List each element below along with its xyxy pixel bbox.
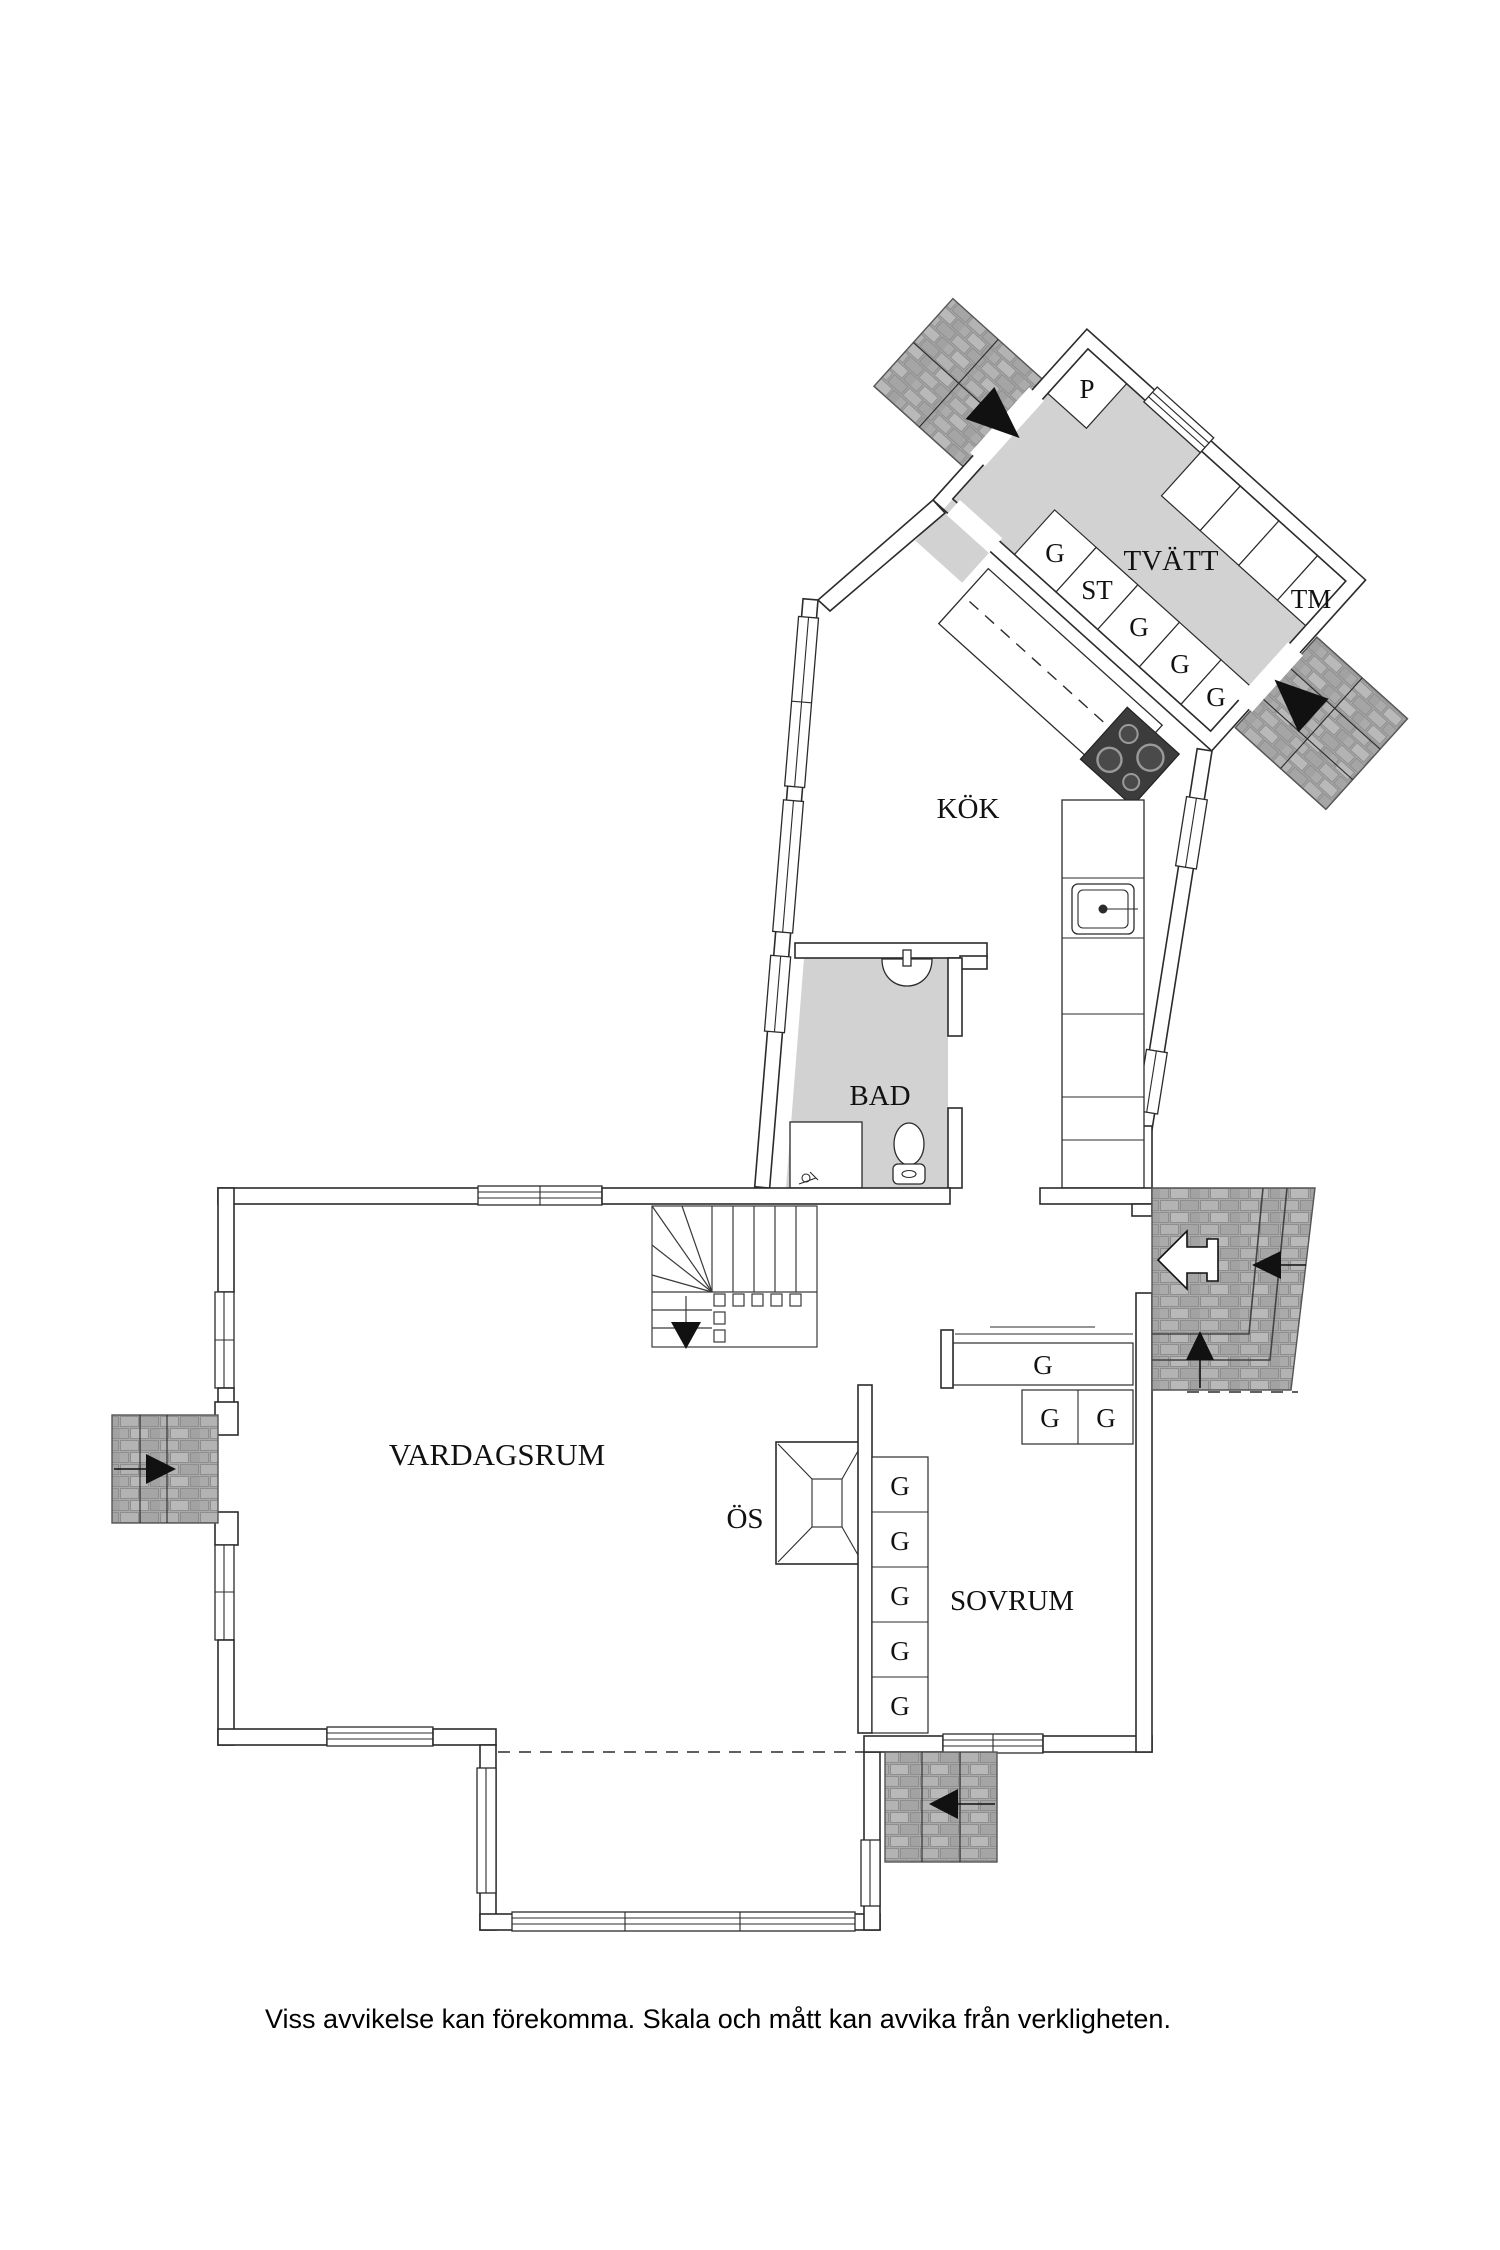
top-wall-mid — [601, 1187, 951, 1205]
bedroom-wardrobe-pair — [1021, 1389, 1134, 1445]
left-window-1 — [214, 1291, 235, 1389]
room-label-living: VARDAGSRUM — [389, 1437, 606, 1472]
wardrobe-label: G — [890, 1471, 910, 1501]
pantry-label: P — [1079, 374, 1094, 404]
left-window-2 — [214, 1544, 235, 1641]
wardrobe-label: G — [1045, 538, 1065, 568]
wardrobe-label: G — [890, 1526, 910, 1556]
bay-bottom-window — [511, 1911, 856, 1932]
right-wall — [1135, 1292, 1153, 1753]
room-label-kitchen: KÖK — [937, 793, 1000, 825]
bottom-wall-left — [217, 1728, 328, 1746]
wardrobe-label: G — [1040, 1403, 1060, 1433]
bath-right-wall-lower — [947, 1107, 963, 1189]
hall-wall-step — [1131, 1203, 1153, 1217]
laundry-wing — [872, 297, 1409, 811]
bay-extension — [476, 1744, 881, 1932]
wardrobe-label: G — [1206, 682, 1226, 712]
kitchen-right-wall — [1136, 747, 1213, 1132]
bottom-porch-arrow — [929, 1789, 958, 1819]
bottom-wall-right-1 — [863, 1735, 944, 1753]
wardrobe-label: G — [1129, 612, 1149, 642]
living-top-window — [477, 1185, 603, 1206]
laundry-cabinets-top — [1046, 348, 1347, 627]
bath-right-wall-upper — [947, 957, 963, 1037]
shower — [789, 1121, 863, 1189]
laundry-cabinets-bottom — [1013, 509, 1252, 732]
room-label-bedroom: SOVRUM — [950, 1585, 1074, 1617]
bottom-left-window — [326, 1726, 434, 1747]
stairs — [651, 1205, 818, 1349]
wardrobe-label: G — [890, 1691, 910, 1721]
room-label-laundry: TVÄTT — [1123, 545, 1218, 577]
laundry-side-opening — [1237, 642, 1303, 712]
stove — [1079, 706, 1181, 807]
kitchen-left-window-1 — [783, 615, 820, 789]
kitchen-left-wall — [753, 597, 820, 1189]
porch-step-arrow-up — [1186, 1331, 1214, 1360]
kitchen-sink — [1071, 883, 1138, 935]
stair-balusters — [713, 1293, 802, 1343]
laundry-kitchen-opening — [946, 500, 1003, 554]
laundry-floor — [952, 348, 1346, 732]
laundry-window — [1142, 386, 1215, 454]
wardrobe-label: G — [1033, 1350, 1053, 1380]
bay-left-window — [476, 1767, 497, 1894]
wardrobe-label: G — [890, 1581, 910, 1611]
wardrobe-label: G — [890, 1636, 910, 1666]
bath-door-jamb — [959, 955, 988, 970]
wardrobe-label: G — [1170, 649, 1190, 679]
left-wall-1 — [217, 1187, 235, 1293]
top-wall-left — [217, 1187, 481, 1205]
laundry-entrance-arrow — [965, 387, 1020, 439]
kitchen-counter-right — [1061, 799, 1145, 1189]
bath-left-window — [763, 954, 792, 1034]
left-porch — [111, 1414, 219, 1524]
bay-right-window — [860, 1839, 881, 1907]
left-porch-arrow — [146, 1454, 176, 1484]
washing-machine-label: TM — [1291, 584, 1332, 614]
bottom-porch — [884, 1751, 998, 1863]
toilet — [892, 1122, 926, 1185]
cleaning-closet-label: ST — [1081, 575, 1113, 605]
bedroom-bottom-window — [942, 1733, 1044, 1754]
stairs-down-arrow — [671, 1322, 701, 1349]
bedroom-divider-wall — [857, 1384, 873, 1734]
bottom-wall-left-2 — [432, 1728, 497, 1746]
porch-step-arrow-left — [1252, 1251, 1281, 1279]
labels: P TVÄTT TM G ST G G G KÖK BAD VARDAGSRUM… — [389, 374, 1332, 1721]
shower-mixer — [798, 1171, 819, 1185]
laundry-side-arrow — [1274, 679, 1329, 733]
room-label-bathroom: BAD — [849, 1080, 910, 1112]
kitchen-left-window-2 — [771, 799, 805, 934]
kitchen-right-window — [1174, 795, 1209, 870]
fireplace — [775, 1441, 865, 1565]
disclaimer-caption: Viss avvikelse kan förekomma. Skala och … — [265, 2004, 1171, 2034]
bath-sink — [881, 949, 933, 987]
kitchen-upper-left-wall — [816, 498, 947, 613]
main-entrance-arrow — [1156, 1229, 1219, 1291]
hall-bottom-wall — [1039, 1187, 1153, 1205]
bath-top-wall — [794, 942, 988, 959]
bedroom-sliding-wardrobe — [940, 1326, 1134, 1389]
wardrobe-label: G — [1096, 1403, 1116, 1433]
fireplace-label: ÖS — [726, 1503, 763, 1535]
main-entrance-porch — [1151, 1187, 1316, 1393]
bedroom-wardrobe-column — [871, 1456, 929, 1734]
